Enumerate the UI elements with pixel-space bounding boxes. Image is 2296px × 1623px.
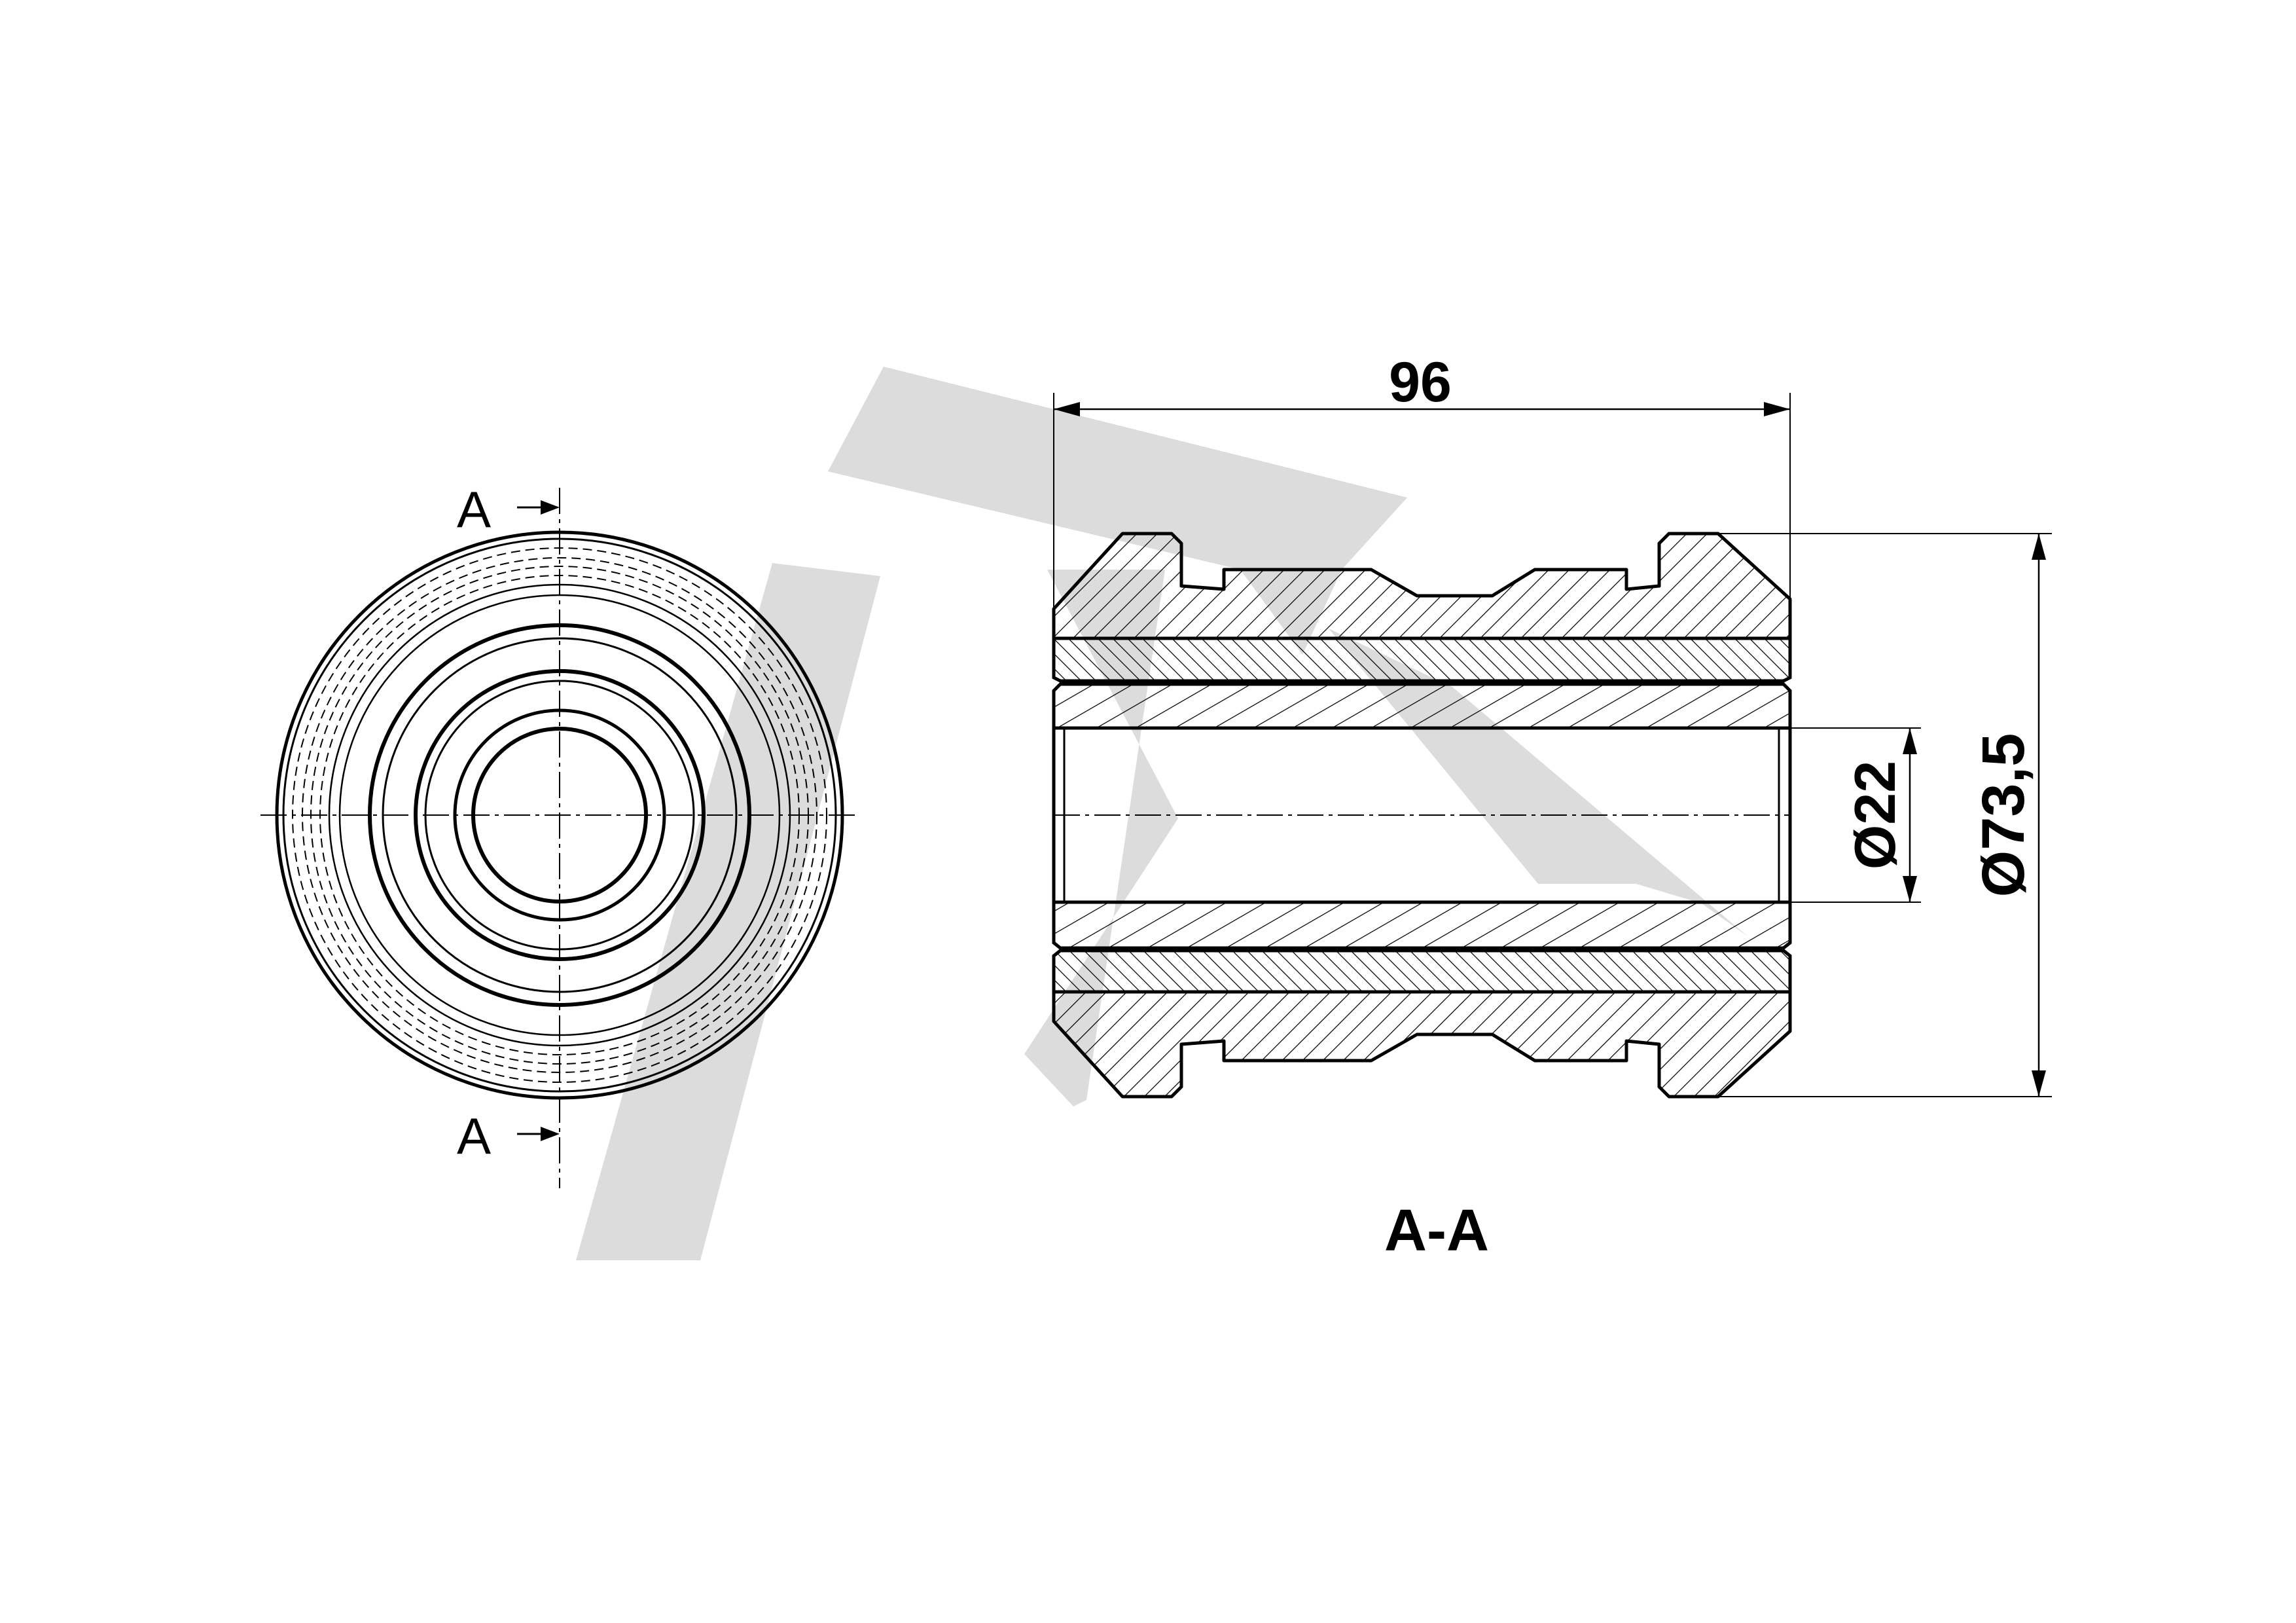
front-view — [260, 488, 857, 1188]
watermark-logo — [576, 367, 1748, 1260]
lower-outer-sleeve — [1052, 949, 1792, 994]
section-marker-top: A — [457, 481, 560, 538]
section-marker-top-label: A — [457, 481, 491, 538]
dimension-inner-diameter-label: Ø22 — [1842, 761, 1907, 869]
dimension-outer-diameter: Ø73,5 — [1718, 533, 2052, 1097]
upper-rubber-body — [1052, 532, 1792, 640]
section-title: A-A — [1384, 1198, 1489, 1264]
dimension-inner-diameter: Ø22 — [1790, 727, 1921, 903]
section-marker-bottom-label: A — [457, 1107, 491, 1165]
lower-rubber-body — [1052, 990, 1792, 1099]
upper-outer-sleeve — [1052, 636, 1792, 683]
section-view — [1052, 532, 1792, 1099]
dimension-outer-diameter-label: Ø73,5 — [1970, 733, 2037, 898]
lower-inner-sleeve — [1052, 900, 1792, 950]
dimension-length-label: 96 — [1389, 351, 1452, 414]
upper-inner-sleeve — [1052, 682, 1792, 730]
dimension-length: 96 — [1053, 351, 1791, 632]
section-marker-bottom: A — [457, 1107, 560, 1165]
